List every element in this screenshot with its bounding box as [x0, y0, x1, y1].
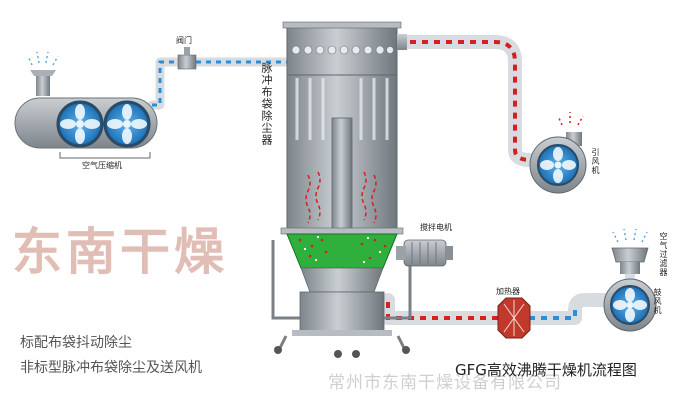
induced-fan-label: 引风机 [591, 148, 600, 175]
diagram-title: GFG高效沸腾干燥机流程图 [455, 361, 637, 379]
note-custom: 非标型脉冲布袋除尘及送风机 [20, 360, 202, 376]
watermark-text: 东南干燥 [12, 223, 228, 281]
air-compressor [14, 51, 158, 159]
induced-fan-icon [537, 144, 579, 186]
air-filter-label: 空气过滤器 [659, 232, 668, 277]
cart-wheel-icon [274, 346, 410, 358]
exhaust-pipe [391, 35, 537, 167]
hot-air-pipe [381, 293, 615, 325]
note-standard: 标配布袋抖动除尘 [20, 335, 132, 351]
blower-fan [603, 278, 657, 332]
valve [177, 47, 197, 70]
valve-label: 阀门 [176, 36, 192, 45]
company-watermark: 常州市东南干燥设备有限公司 [328, 373, 562, 393]
induced-draft-fan [529, 112, 587, 194]
blower-fan-icon [610, 285, 650, 325]
compressor-fan-right-icon [103, 100, 151, 148]
heater [497, 297, 531, 339]
air-filter [611, 228, 649, 274]
heater-label: 加热器 [496, 287, 520, 296]
stirring-motor [396, 239, 453, 267]
dust-collector-label: 脉冲布袋除尘器 [260, 62, 273, 146]
compressor-fan-left-icon [56, 100, 104, 148]
dryer-tower [271, 21, 412, 358]
blower-label: 鼓风机 [653, 288, 662, 315]
air-compressor-label: 空气压缩机 [82, 161, 122, 170]
stirring-motor-label: 搅拌电机 [420, 223, 452, 232]
